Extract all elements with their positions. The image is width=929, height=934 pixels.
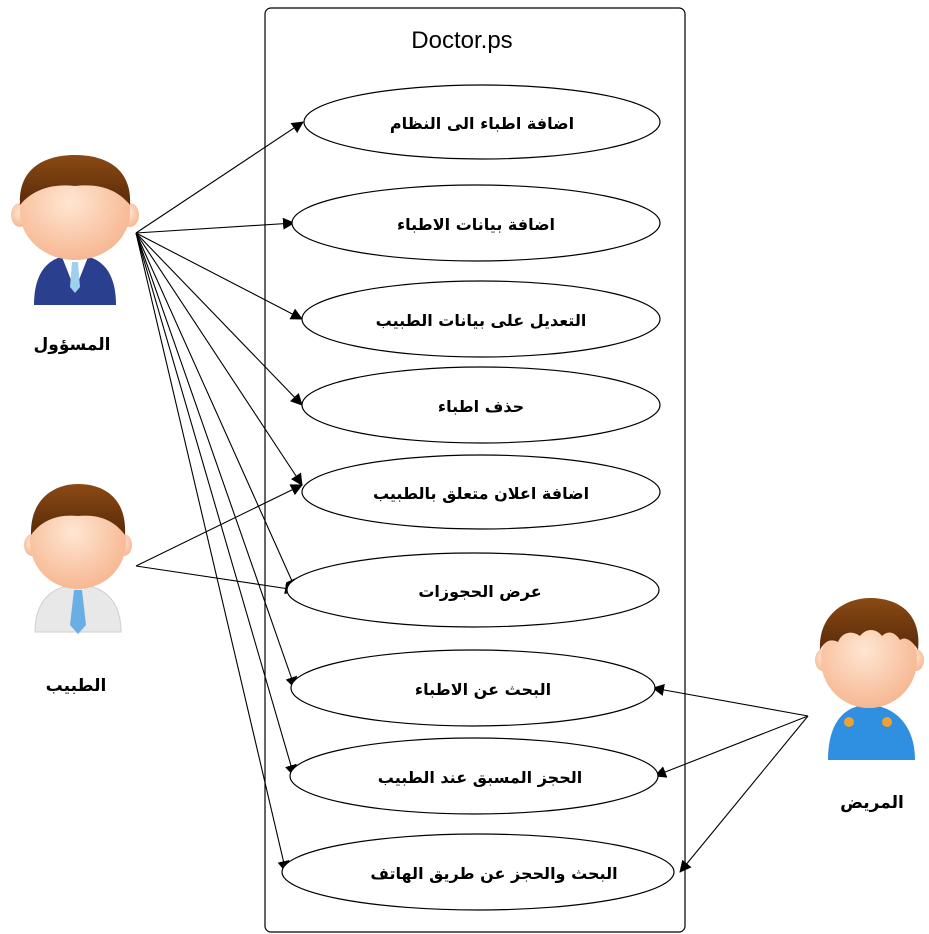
use-case-label: الحجز المسبق عند الطبيب <box>378 768 582 787</box>
association-admin-uc3 <box>135 232 303 320</box>
actor-doctor[interactable]: الطبيب <box>24 484 132 696</box>
association-admin-uc8 <box>135 232 297 777</box>
use-case-uc8[interactable]: الحجز المسبق عند الطبيب <box>289 737 659 815</box>
association-doctor-uc6 <box>135 565 297 595</box>
actor-label: المريض <box>840 793 904 813</box>
use-case-label: اضافة بيانات الاطباء <box>397 215 555 234</box>
use-case-uc9[interactable]: البحث والحجز عن طريق الهاتف <box>281 833 675 911</box>
association-admin-uc5 <box>135 232 303 486</box>
use-case-label: البحث عن الاطباء <box>415 680 551 699</box>
association-admin-uc2 <box>135 217 295 234</box>
use-case-uc4[interactable]: حذف اطباء <box>301 366 661 444</box>
association-admin-uc1 <box>135 121 304 234</box>
use-case-uc1[interactable]: اضافة اطباء الى النظام <box>303 84 661 160</box>
use-case-uc7[interactable]: البحث عن الاطباء <box>290 649 656 727</box>
use-case-label: حذف اطباء <box>438 397 524 416</box>
admin-man-icon <box>11 155 139 305</box>
use-case-label: التعديل على بيانات الطبيب <box>376 311 587 330</box>
use-case-uc5[interactable]: اضافة اعلان متعلق بالطبيب <box>301 454 661 530</box>
association-patient-uc8 <box>654 715 809 778</box>
actor-patient[interactable]: المريض <box>815 598 924 813</box>
patient-boy-icon <box>815 598 924 760</box>
actor-admin[interactable]: المسؤول <box>11 155 139 355</box>
use-case-uc3[interactable]: التعديل على بيانات الطبيب <box>301 280 661 358</box>
association-admin-uc7 <box>135 232 298 689</box>
association-doctor-uc5 <box>135 484 303 567</box>
associations-layer <box>135 121 809 873</box>
association-admin-uc4 <box>135 232 303 406</box>
association-admin-uc6 <box>135 232 297 591</box>
doctor-man-icon <box>24 484 132 634</box>
actor-label: الطبيب <box>46 676 107 696</box>
use-case-label: اضافة اطباء الى النظام <box>390 114 574 133</box>
use-case-label: اضافة اعلان متعلق بالطبيب <box>373 484 589 503</box>
use-case-uc2[interactable]: اضافة بيانات الاطباء <box>291 184 661 262</box>
use-case-label: عرض الحجوزات <box>418 582 541 601</box>
actor-label: المسؤول <box>34 335 111 355</box>
association-patient-uc7 <box>652 684 809 717</box>
system-boundary <box>264 7 686 933</box>
association-admin-uc9 <box>135 232 290 873</box>
system-title: Doctor.ps <box>411 27 512 54</box>
association-patient-uc9 <box>679 715 809 873</box>
use-case-label: البحث والحجز عن طريق الهاتف <box>370 864 617 883</box>
use-case-uc6[interactable]: عرض الحجوزات <box>286 552 660 628</box>
